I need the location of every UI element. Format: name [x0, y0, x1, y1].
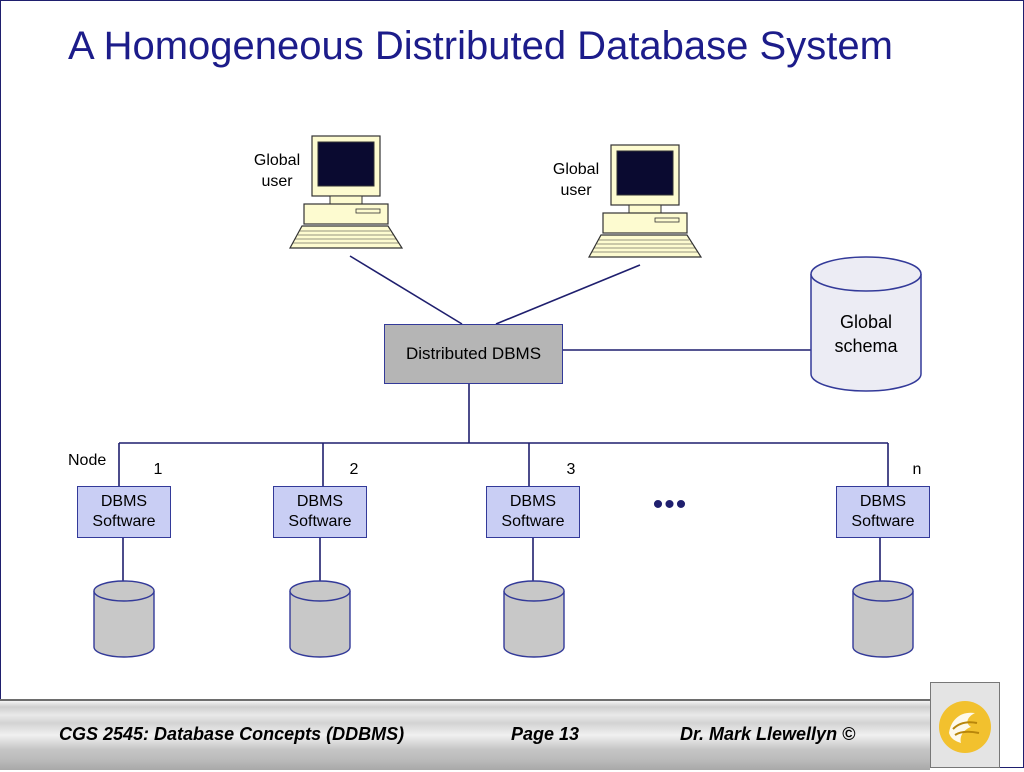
node-number-1: 1 — [153, 461, 163, 478]
dbms-software-box-3-line2: Software — [501, 513, 565, 530]
dbms-software-box-1-line1: DBMS — [100, 493, 148, 510]
ellipsis: ••• — [652, 488, 688, 521]
node-number-2: 2 — [349, 461, 359, 478]
global-user-label-1: Global user — [246, 150, 308, 192]
dbms-software-box-3-line1: DBMS — [509, 493, 557, 510]
node-database-icon-n — [852, 580, 914, 658]
university-logo — [930, 682, 1000, 768]
dbms-software-box-2-line2: Software — [288, 513, 352, 530]
footer-course: CGS 2545: Database Concepts (DDBMS) — [59, 724, 405, 744]
distributed-dbms-box: Distributed DBMS — [384, 324, 563, 384]
node-number-n: n — [912, 461, 922, 478]
dbms-software-box-1: DBMS Software — [77, 486, 171, 538]
global-user-label-2: Global user — [545, 159, 607, 201]
distributed-dbms-label: Distributed DBMS — [405, 344, 542, 363]
dbms-software-box-n: DBMS Software — [836, 486, 930, 538]
connector-lines — [118, 255, 889, 582]
global-schema-cylinder-icon — [810, 256, 922, 392]
footer-bar — [0, 699, 930, 770]
pegasus-logo-icon — [939, 701, 991, 753]
global-schema-label-line2: schema — [834, 336, 898, 356]
dbms-software-box-3: DBMS Software — [486, 486, 580, 538]
dbms-software-box-2: DBMS Software — [273, 486, 367, 538]
slide-title: A Homogeneous Distributed Database Syste… — [68, 24, 893, 68]
dbms-software-box-2-line1: DBMS — [296, 493, 344, 510]
node-number-3: 3 — [566, 461, 576, 478]
node-database-icon-3 — [503, 580, 565, 658]
footer-page-number: Page 13 — [511, 724, 580, 744]
dbms-software-box-n-line2: Software — [851, 513, 915, 530]
node-database-icon-1 — [93, 580, 155, 658]
global-user-label-1-line1: Global — [253, 152, 301, 169]
footer-author: Dr. Mark Llewellyn © — [680, 724, 856, 744]
global-schema-label-line1: Global — [839, 312, 893, 332]
dbms-software-box-1-line2: Software — [92, 513, 156, 530]
global-user-label-2-line2: user — [560, 182, 592, 199]
dbms-software-box-n-line1: DBMS — [859, 493, 907, 510]
global-user-label-2-line1: Global — [552, 161, 600, 178]
global-schema-label: Global schema — [816, 310, 916, 358]
node-label: Node — [68, 452, 107, 469]
node-database-icon-2 — [289, 580, 351, 658]
global-user-label-1-line2: user — [261, 173, 293, 190]
